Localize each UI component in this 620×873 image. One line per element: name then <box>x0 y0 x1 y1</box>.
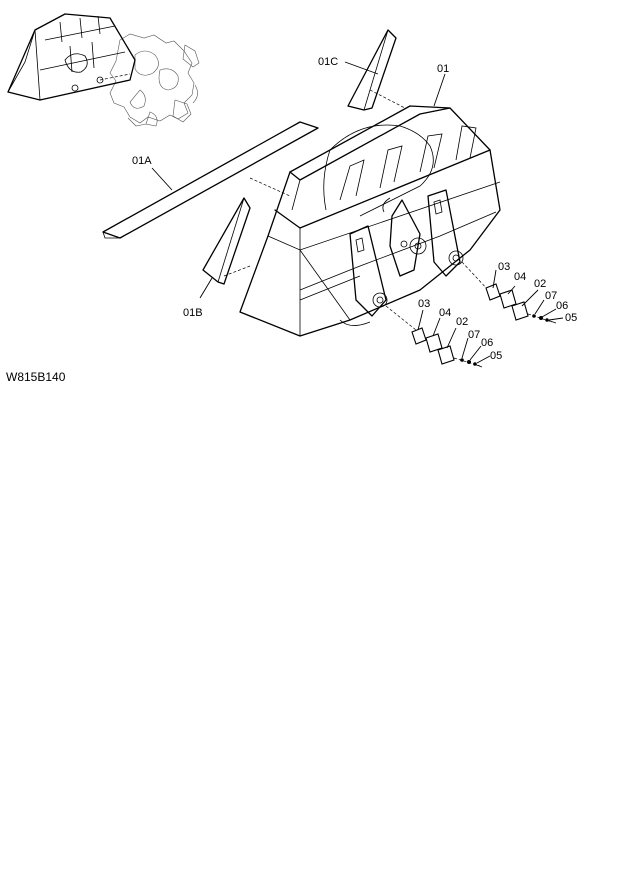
callout-left-05: 05 <box>490 350 502 362</box>
callout-right-03: 03 <box>498 261 510 273</box>
callout-left-07: 07 <box>468 329 480 341</box>
callout-right-06: 06 <box>556 300 568 312</box>
callout-01b: 01B <box>183 307 203 319</box>
callout-right-05: 05 <box>565 312 577 324</box>
callout-01a: 01A <box>132 155 152 167</box>
overview-inset <box>7 13 200 127</box>
leader-lines <box>151 61 564 364</box>
bucket-01 <box>239 105 501 337</box>
drawing-code: W815B140 <box>6 370 66 384</box>
callout-left-06: 06 <box>481 337 493 349</box>
side-cutter-01c <box>347 29 397 111</box>
stopper-group-right <box>461 261 557 324</box>
callout-right-04: 04 <box>514 271 526 283</box>
callout-left-02: 02 <box>456 316 468 328</box>
callout-left-04: 04 <box>439 307 451 319</box>
callout-01: 01 <box>437 63 449 75</box>
callout-left-03: 03 <box>418 298 430 310</box>
callout-01c: 01C <box>318 56 338 68</box>
callout-right-07: 07 <box>545 290 557 302</box>
callout-right-02: 02 <box>534 278 546 290</box>
stopper-group-left <box>385 305 483 368</box>
cutting-edge-01a <box>102 121 319 239</box>
side-cutter-01b <box>202 197 251 285</box>
